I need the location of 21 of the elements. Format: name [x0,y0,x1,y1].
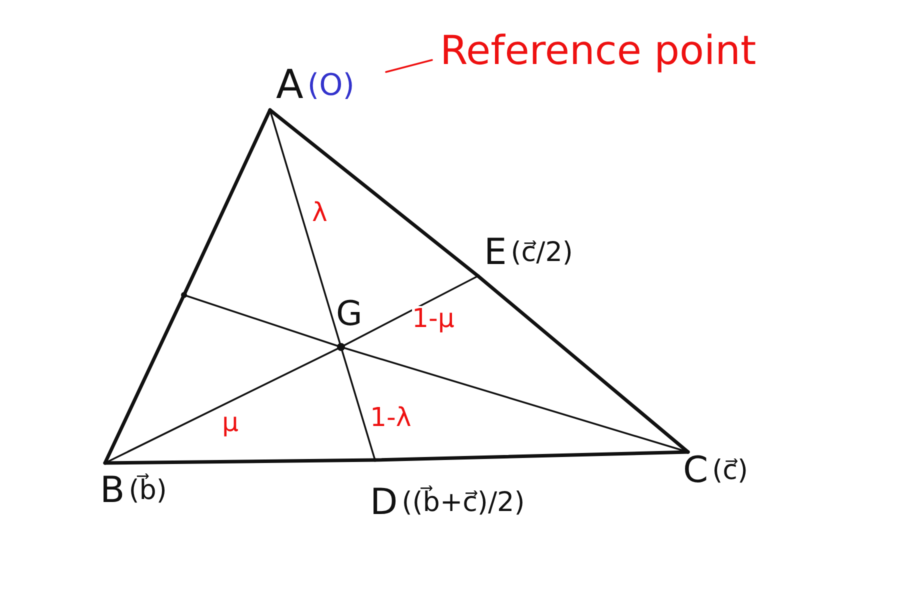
triangle-side [268,108,480,278]
leader-line [385,59,433,73]
triangle-side [373,450,690,462]
vertex-letter: A [276,62,304,108]
position-vector: (b⃗) [128,475,167,506]
median-line [341,350,376,461]
triangle-side [103,458,377,465]
callout-text: Reference point [440,28,756,74]
position-vector: (c⃗/2) [510,237,573,268]
point-dot [181,292,187,298]
position-vector: ((b⃗+c⃗)/2) [402,487,525,518]
position-vector: (c⃗) [712,455,748,486]
vertex-letter: G [336,294,362,334]
vertex-letter: B [100,470,125,511]
triangle-side [476,274,690,454]
vertex-letter: E [484,232,507,273]
ratio-label: 1-μ [412,306,454,332]
position-vector: (O) [307,68,354,102]
vertex-letter: C [683,450,708,491]
median-line [344,275,479,346]
vertex-letter: D [370,482,398,523]
